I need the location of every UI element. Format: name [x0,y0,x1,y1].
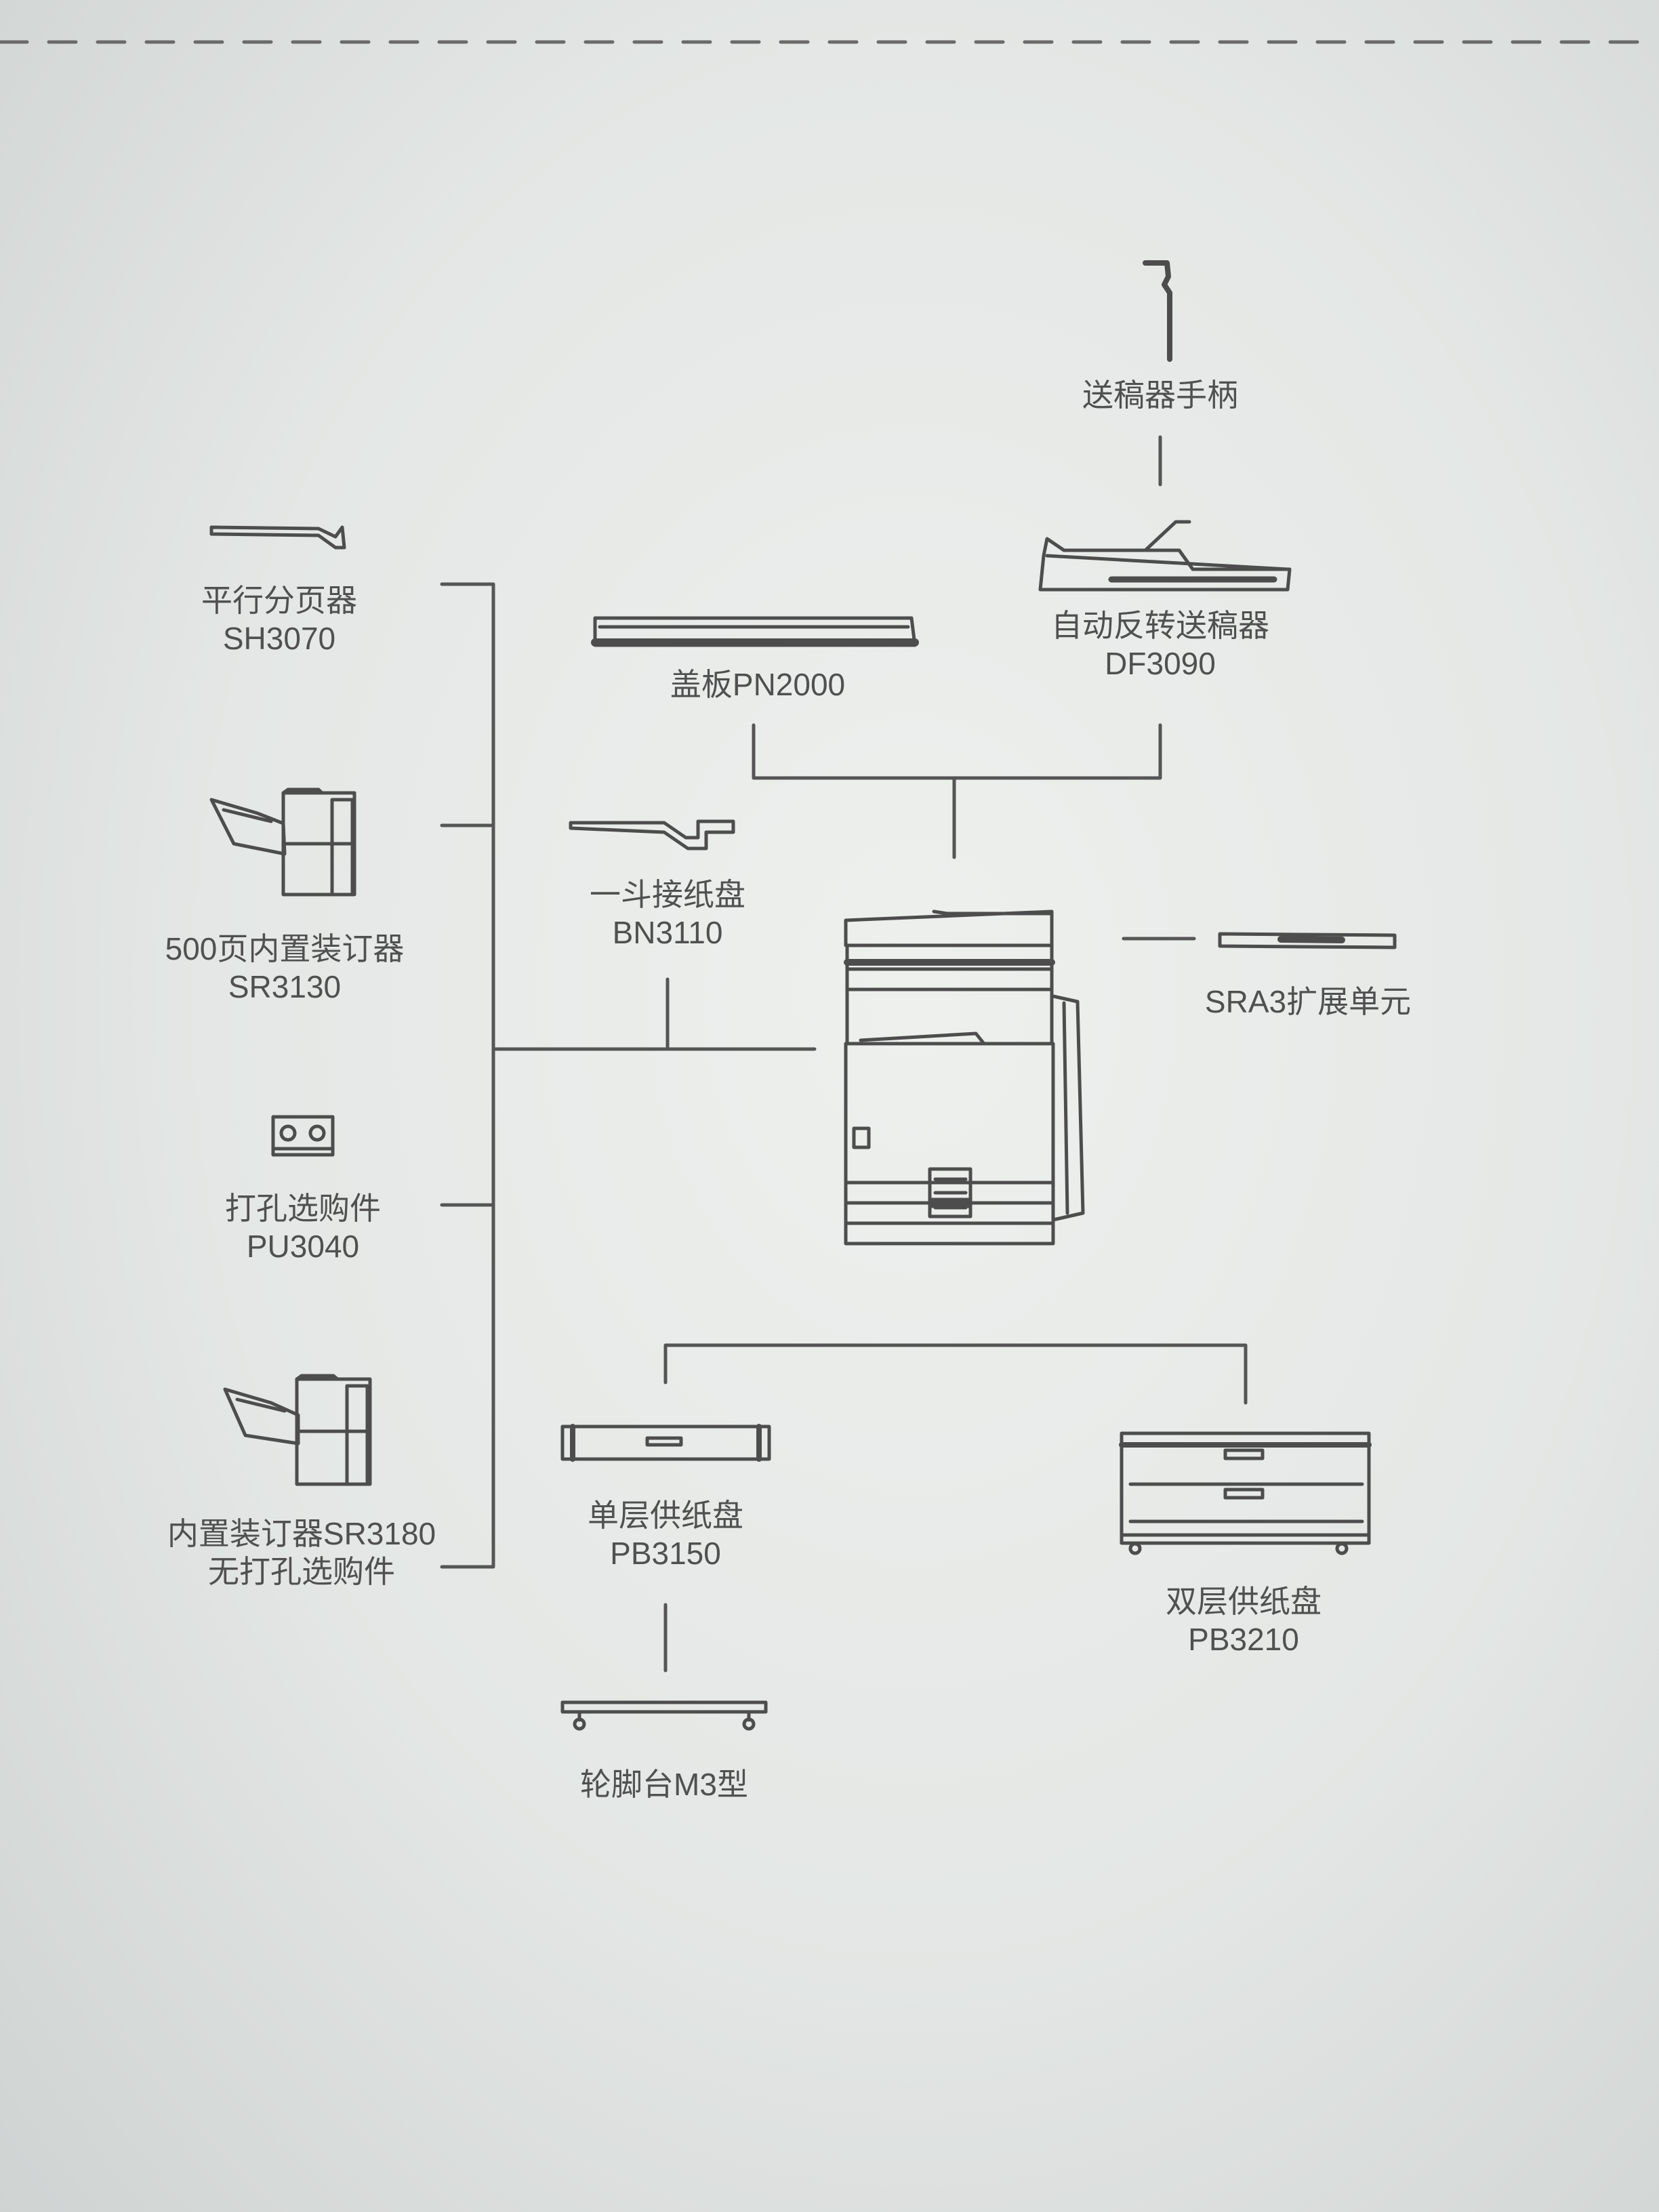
handle-name: 送稿器手柄 [1082,377,1238,413]
double-tray-name: 双层供纸盘 [1166,1584,1322,1619]
bridge-unit-label: 一斗接纸盘 BN3110 [590,876,745,951]
shift-sorter-icon [209,525,346,550]
double-tray-icon [1119,1431,1372,1555]
connector-lines [440,435,1248,1673]
bridge-unit-name: 一斗接纸盘 [590,877,745,912]
punch-unit-name: 打孔选购件 [225,1191,381,1226]
sra3-name: SRA3扩展单元 [1204,984,1412,1019]
cover-plate-name: 盖板PN2000 [670,667,846,702]
sr3130-finisher-icon [209,787,356,897]
sr3130-label: 500页内置装订器 SR3130 [165,930,405,1006]
single-tray-label: 单层供纸盘 PB3150 [588,1496,743,1572]
sr3130-name: 500页内置装订器 [165,931,405,966]
sra3-label: SRA3扩展单元 [1205,983,1411,1021]
cover-plate-label: 盖板PN2000 [670,665,845,703]
bridge-unit-icon [569,819,735,851]
handle-label: 送稿器手柄 [1082,376,1238,414]
ardf-label: 自动反转送稿器 DF3090 [1051,607,1269,682]
bridge-unit-model: BN3110 [612,915,723,950]
sr3180-finisher-icon [223,1374,372,1486]
handle-icon [1143,260,1172,362]
sra3-unit-icon [1218,932,1397,949]
single-tray-model: PB3150 [610,1536,721,1571]
double-tray-model: PB3210 [1188,1622,1299,1657]
ardf-icon [1038,520,1292,592]
ardf-name: 自动反转送稿器 [1051,608,1269,643]
single-tray-name: 单层供纸盘 [588,1498,743,1533]
punch-unit-label: 打孔选购件 PU3040 [225,1189,381,1265]
caster-table-name: 轮脚台M3型 [580,1767,748,1802]
cover-plate-icon [591,616,919,647]
shift-sorter-model: SH3070 [222,621,336,656]
ardf-model: DF3090 [1105,646,1216,681]
sr3180-label: 内置装订器SR3180 无打孔选购件 [167,1515,436,1591]
sr3180-name: 内置装订器SR3180 [167,1516,436,1551]
caster-table-label: 轮脚台M3型 [580,1765,748,1803]
single-tray-icon [560,1424,771,1462]
sr3130-model: SR3130 [228,969,342,1004]
double-tray-label: 双层供纸盘 PB3210 [1166,1582,1322,1658]
shift-sorter-name: 平行分页器 [201,583,357,618]
shift-sorter-label: 平行分页器 SH3070 [201,581,357,657]
copier-icon [844,909,1085,1246]
sr3180-model: 无打孔选购件 [207,1554,395,1589]
caster-table-icon [560,1700,768,1731]
punch-unit-model: PU3040 [246,1229,360,1264]
punch-unit-icon [271,1115,335,1157]
